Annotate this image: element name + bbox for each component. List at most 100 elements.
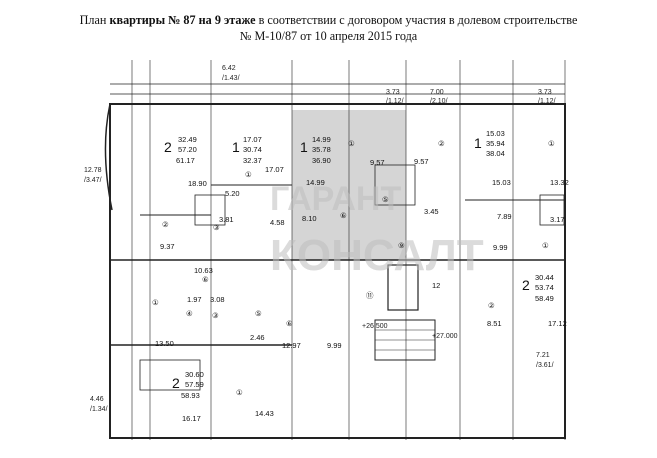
- room-area: 3.08: [210, 295, 225, 304]
- room-label: ⑥: [286, 319, 293, 328]
- room-area: 3.81: [219, 215, 234, 224]
- title-line-1: План квартиры № 87 на 9 этаже в соответс…: [79, 13, 578, 27]
- room-area: 17.07: [265, 165, 284, 174]
- svg-text:2: 2: [172, 375, 180, 391]
- apartment-label: 2 30.60 57.59 58.93: [172, 370, 204, 400]
- svg-text:2: 2: [522, 277, 530, 293]
- apartment-label: 1 15.03 35.94 38.04: [474, 129, 505, 158]
- top-dim: 3.73: [386, 89, 400, 96]
- svg-text:1: 1: [232, 139, 240, 155]
- svg-text:38.04: 38.04: [486, 149, 505, 158]
- apartment-label: 2 32.49 57.20 61.17: [164, 135, 197, 165]
- room-label: ③: [213, 223, 220, 232]
- room-label: ⑤: [382, 195, 389, 204]
- room-area: 9.57: [414, 157, 429, 166]
- apartment-name: квартиры № 87 на 9 этаже: [109, 13, 256, 27]
- room-label: ⑨: [398, 241, 405, 250]
- room-label: ①: [548, 139, 555, 148]
- svg-text:30.74: 30.74: [243, 145, 262, 154]
- room-label: ⑥: [202, 275, 209, 284]
- svg-text:14.99: 14.99: [312, 135, 331, 144]
- room-area: 14.99: [306, 178, 325, 187]
- svg-text:30.60: 30.60: [185, 370, 204, 379]
- top-dim: /1.12/: [538, 98, 556, 105]
- svg-text:30.44: 30.44: [535, 273, 554, 282]
- room-label: ①: [152, 298, 159, 307]
- room-area: 17.12: [548, 319, 567, 328]
- svg-text:15.03: 15.03: [486, 129, 505, 138]
- side-dim: /1.34/: [90, 406, 108, 413]
- room-area: 9.57: [370, 158, 385, 167]
- svg-text:32.49: 32.49: [178, 135, 197, 144]
- room-area: 10.63: [194, 266, 213, 275]
- top-dim: 7.00: [430, 89, 444, 96]
- room-area: 2.46: [250, 333, 265, 342]
- room-label: ②: [162, 220, 169, 229]
- plan-title: План квартиры № 87 на 9 этаже в соответс…: [0, 12, 657, 44]
- room-area: 8.51: [487, 319, 502, 328]
- room-area: 15.03: [492, 178, 511, 187]
- room-area: 16.17: [182, 414, 201, 423]
- walls: [104, 60, 566, 440]
- side-dim: /3.47/: [84, 177, 102, 184]
- top-dim: 6.42: [222, 65, 236, 72]
- top-dim: /1.43/: [222, 75, 240, 82]
- room-label: ⑪: [366, 291, 374, 300]
- apartment-label: 2 30.44 53.74 58.49: [522, 273, 554, 303]
- top-dim: 3.73: [538, 89, 552, 96]
- title-line-2: № М-10/87 от 10 апреля 2015 года: [239, 29, 418, 43]
- apartment-label: 1 17.07 30.74 32.37: [232, 135, 262, 165]
- room-area: 18.90: [188, 179, 207, 188]
- room-area: 8.10: [302, 214, 317, 223]
- side-dim: 4.46: [90, 396, 104, 403]
- room-label: ①: [542, 241, 549, 250]
- room-label: ②: [488, 301, 495, 310]
- svg-text:2: 2: [164, 139, 172, 155]
- room-label: ④: [186, 309, 193, 318]
- room-area: 1.97: [187, 295, 202, 304]
- top-dim: /2.10/: [430, 98, 448, 105]
- room-area: 9.37: [160, 242, 175, 251]
- room-area: 14.43: [255, 409, 274, 418]
- side-dim: 12.78: [84, 167, 102, 174]
- elevation-mark: +26.500: [362, 323, 388, 330]
- side-dim: 7.21: [536, 352, 550, 359]
- room-area: 9.99: [493, 243, 508, 252]
- svg-text:57.20: 57.20: [178, 145, 197, 154]
- svg-text:57.59: 57.59: [185, 380, 204, 389]
- svg-text:61.17: 61.17: [176, 156, 195, 165]
- room-label: ①: [245, 170, 252, 179]
- room-area: 9.99: [327, 341, 342, 350]
- elevation-mark: +27.000: [432, 333, 458, 340]
- room-label: ②: [438, 139, 445, 148]
- svg-text:58.49: 58.49: [535, 294, 554, 303]
- room-area: 7.89: [497, 212, 512, 221]
- room-label: ⑤: [255, 309, 262, 318]
- room-area: 12.97: [282, 341, 301, 350]
- room-label: 12: [432, 281, 440, 290]
- watermark-line-2: КОНСАЛТ: [270, 231, 484, 280]
- svg-text:32.37: 32.37: [243, 156, 262, 165]
- top-dim: /1.12/: [386, 98, 404, 105]
- svg-text:17.07: 17.07: [243, 135, 262, 144]
- room-label: ①: [348, 139, 355, 148]
- svg-text:35.94: 35.94: [486, 139, 505, 148]
- svg-text:36.90: 36.90: [312, 156, 331, 165]
- room-area: 13.50: [155, 339, 174, 348]
- svg-text:58.93: 58.93: [181, 391, 200, 400]
- room-area: 3.45: [424, 207, 439, 216]
- apartment-label: 1 14.99 35.78 36.90: [300, 135, 331, 165]
- room-label: ③: [212, 311, 219, 320]
- room-area: 5.20: [225, 189, 240, 198]
- svg-text:1: 1: [474, 135, 482, 151]
- room-label: ⑥: [340, 211, 347, 220]
- room-area: 3.17: [550, 215, 565, 224]
- side-dim: /3.61/: [536, 362, 554, 369]
- svg-text:53.74: 53.74: [535, 283, 554, 292]
- watermark-line-1: ГАРАНТ: [270, 180, 401, 218]
- room-area: 4.58: [270, 218, 285, 227]
- room-area: 13.32: [550, 178, 569, 187]
- svg-text:1: 1: [300, 139, 308, 155]
- room-label: ①: [236, 388, 243, 397]
